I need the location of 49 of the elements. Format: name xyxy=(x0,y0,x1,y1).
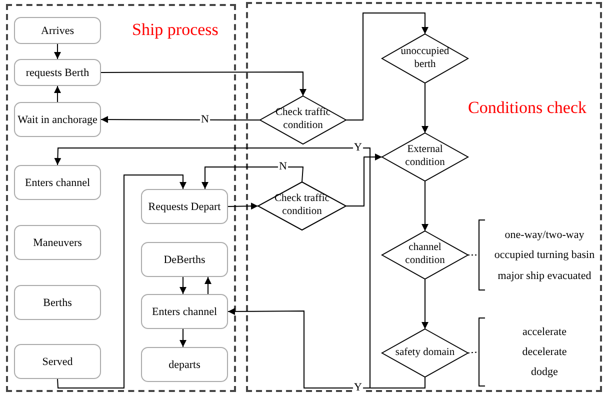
note-text: decelerate xyxy=(522,346,567,358)
arrow xyxy=(228,202,258,210)
decision-text: unoccupied berth xyxy=(400,46,450,72)
process-box: Wait in anchorage xyxy=(14,102,101,137)
process-box: Enters channel xyxy=(14,165,101,200)
edge-label: Y xyxy=(353,382,363,394)
process-box: Maneuvers xyxy=(14,225,101,260)
arrow xyxy=(180,276,186,294)
process-box: Berths xyxy=(14,285,101,320)
arrow xyxy=(422,278,428,330)
arrow xyxy=(346,154,382,206)
process-box: requests Berth xyxy=(14,59,101,86)
decision-text: Check traffic condition xyxy=(274,107,332,133)
note-text: dodge xyxy=(531,366,558,378)
arrow xyxy=(180,328,186,348)
arrow xyxy=(422,82,428,134)
note-text: major ship evacuated xyxy=(498,270,592,282)
arrow xyxy=(54,44,61,60)
arrow xyxy=(100,72,306,96)
arrow xyxy=(346,12,428,120)
decision-text: External condition xyxy=(404,144,446,170)
process-box: DeBerths xyxy=(141,242,228,277)
process-box: Requests Depart xyxy=(141,189,228,224)
process-box: Enters channel xyxy=(141,294,228,329)
note-text: occupied turning basin xyxy=(494,249,595,261)
arrow xyxy=(100,116,260,124)
process-panel xyxy=(6,4,236,392)
note-text: accelerate xyxy=(522,326,566,338)
panel-heading: Conditions check xyxy=(468,98,587,118)
edge-label: N xyxy=(278,162,288,172)
panel-heading: Ship process xyxy=(132,20,218,40)
process-box: departs xyxy=(141,347,228,382)
leader-line xyxy=(468,352,480,354)
arrow xyxy=(422,180,428,232)
note-text: one-way/two-way xyxy=(504,228,584,240)
arrow xyxy=(57,174,186,388)
arrow xyxy=(228,308,426,388)
edge-label: Y xyxy=(353,142,363,154)
arrow xyxy=(204,276,212,294)
decision-text: Check traffic condition xyxy=(274,193,330,219)
edge-label: N xyxy=(200,114,210,126)
decision-text: channel condition xyxy=(404,242,446,268)
leader-line xyxy=(468,254,480,256)
process-panel xyxy=(246,2,602,392)
decision-text: safety domain xyxy=(395,346,455,360)
arrow xyxy=(202,166,304,190)
arrow xyxy=(54,86,61,102)
process-box: Served xyxy=(14,344,101,379)
process-box: Arrives xyxy=(14,17,101,44)
